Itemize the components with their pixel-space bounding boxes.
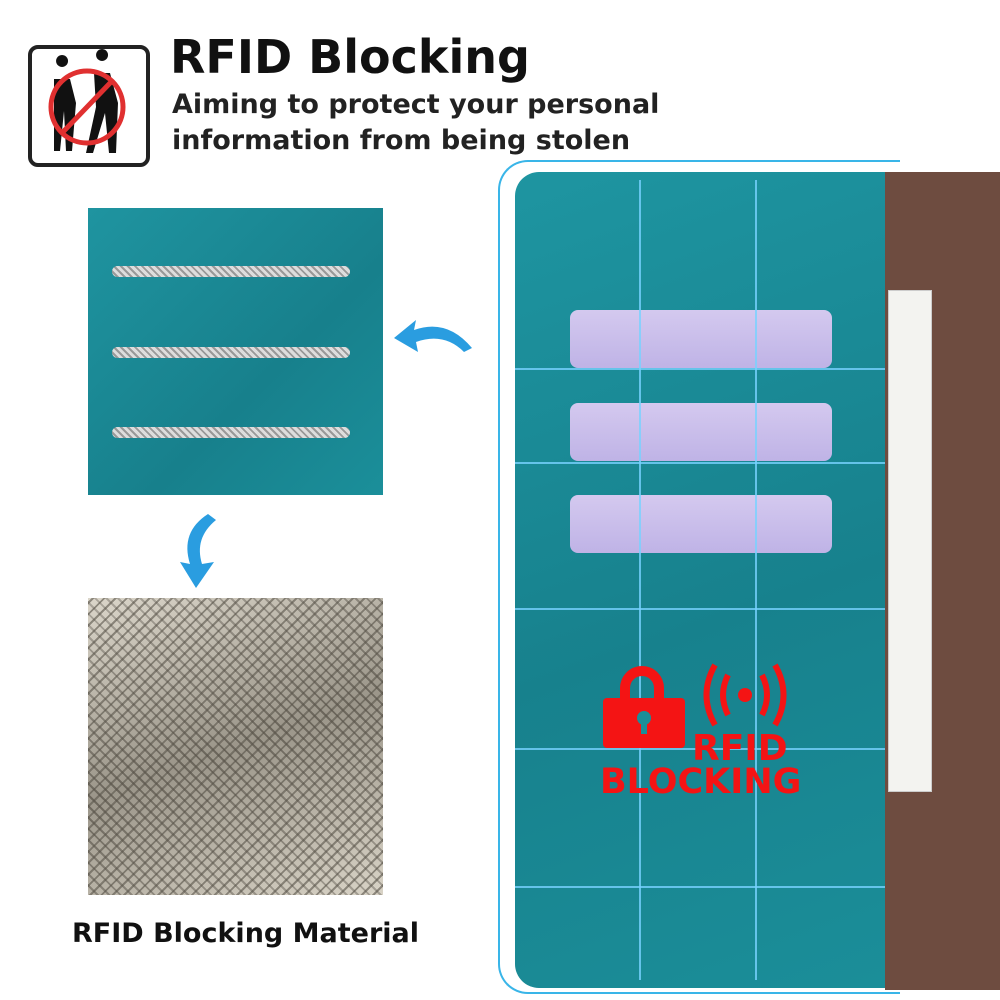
card	[570, 403, 832, 461]
card	[570, 495, 832, 553]
blocking-logo-text: BLOCKING	[600, 762, 802, 802]
page-title: RFID Blocking	[170, 30, 530, 84]
card-slot	[112, 266, 350, 277]
arrow-left-icon	[394, 320, 472, 352]
wallet-outline	[498, 160, 900, 994]
no-pickpocket-icon	[28, 45, 150, 167]
grid-line	[515, 608, 885, 610]
rfid-logo-text: RFID	[692, 728, 788, 769]
subtitle-line-2: information from being stolen	[172, 125, 631, 156]
wallet-card-panel	[515, 172, 885, 988]
grid-line	[515, 886, 885, 888]
banknote	[888, 290, 932, 792]
grid-line	[515, 368, 885, 370]
grid-line	[639, 180, 641, 980]
rfid-blocking-fabric-image	[88, 598, 383, 895]
grid-line	[515, 748, 885, 750]
card-slot	[112, 347, 350, 358]
material-caption: RFID Blocking Material	[72, 918, 419, 949]
padlock-signal-icon	[603, 663, 787, 748]
card	[570, 310, 832, 368]
grid-line	[515, 462, 885, 464]
grid-line	[755, 180, 757, 980]
arrow-down-icon	[180, 514, 216, 588]
subtitle-line-1: Aiming to protect your personal	[172, 89, 660, 120]
card-slot	[112, 427, 350, 438]
card-slot-closeup	[88, 208, 383, 495]
